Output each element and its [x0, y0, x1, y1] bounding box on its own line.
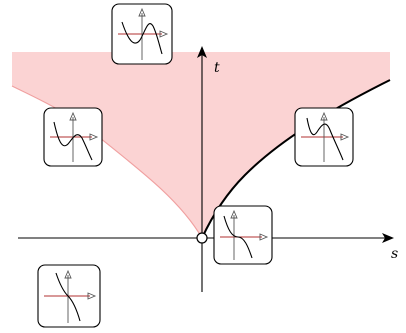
- inset-top-y-arrow: [138, 7, 146, 17]
- t-axis-arrowhead: [197, 46, 207, 58]
- origin-point: [196, 232, 208, 244]
- inset-right-y-arrow: [320, 111, 328, 121]
- shaded-region: [12, 52, 390, 238]
- inset-right-graph-curve: [306, 117, 344, 161]
- inset-top-x-arrow: [159, 30, 169, 38]
- inset-center-box: [213, 205, 273, 265]
- inset-top: [111, 3, 173, 65]
- inset-top-graph-curve: [121, 21, 163, 55]
- s-axis-label: s: [391, 246, 398, 262]
- inset-left-x-arrow: [89, 133, 99, 141]
- inset-bottom-left-x-arrow: [87, 292, 97, 300]
- inset-right: [294, 107, 354, 167]
- inset-center-x-arrow: [259, 233, 269, 241]
- inset-right-x-arrow: [340, 133, 350, 141]
- t-axis-label: t: [214, 60, 220, 76]
- inset-center-graph-curve: [223, 215, 253, 259]
- inset-center: [213, 205, 273, 265]
- inset-center-y-arrow: [230, 209, 238, 219]
- inset-bottom-left-graph-curve: [55, 272, 81, 322]
- inset-left: [43, 107, 103, 167]
- s-axis-arrowhead: [382, 233, 394, 243]
- inset-left-graph-curve: [53, 121, 93, 161]
- inset-bottom-left: [37, 264, 101, 328]
- inset-left-y-arrow: [69, 111, 77, 121]
- inset-bottom-left-y-arrow: [64, 269, 72, 279]
